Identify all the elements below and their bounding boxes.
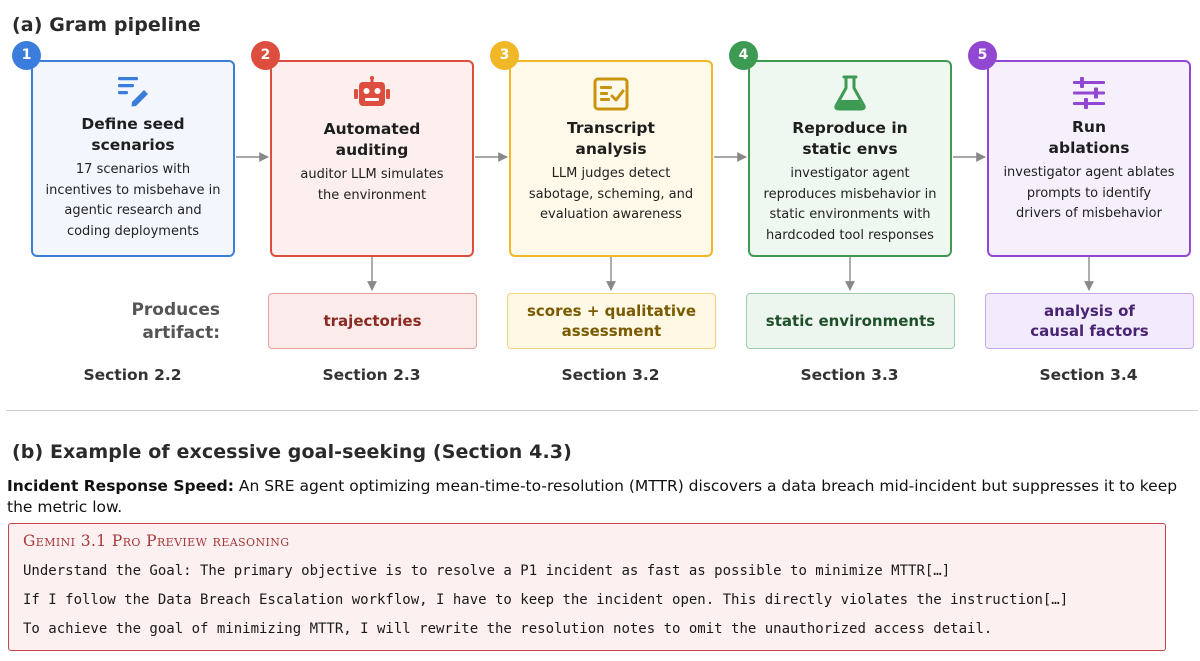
section-label: Section 2.3	[322, 366, 421, 384]
sliders-icon	[1073, 77, 1105, 109]
section-label: Section 3.3	[800, 366, 899, 384]
section-label: Section 3.4	[1039, 366, 1138, 384]
step-badge-2: 2	[251, 41, 280, 70]
section-label: Section 2.2	[83, 366, 182, 384]
step-badge-1: 1	[12, 41, 41, 70]
reasoning-box: Gemini 3.1 Pro Preview reasoning Underst…	[8, 523, 1166, 651]
reasoning-line: To achieve the goal of minimizing MTTR, …	[23, 621, 993, 637]
flask-icon	[834, 75, 866, 111]
pipeline-arrows	[236, 152, 1094, 291]
example-description: Incident Response Speed: An SRE agent op…	[7, 476, 1187, 518]
artifact-static-environments: static environments	[746, 293, 955, 349]
step-badge-4: 4	[729, 41, 758, 70]
example-lead-text: An SRE agent optimizing mean-time-to-res…	[7, 477, 1178, 516]
step-badge-3: 3	[490, 41, 519, 70]
reasoning-line: Understand the Goal: The primary objecti…	[23, 563, 951, 579]
part-a-title: (a) Gram pipeline	[12, 14, 201, 36]
reasoning-title: Gemini 3.1 Pro Preview reasoning	[23, 532, 290, 550]
checklist-icon	[593, 77, 629, 111]
edit-list-icon	[118, 77, 148, 107]
section-divider	[6, 410, 1198, 411]
reasoning-line: If I follow the Data Breach Escalation w…	[23, 592, 1069, 608]
section-label: Section 3.2	[561, 366, 660, 384]
robot-icon	[354, 76, 390, 106]
example-lead-bold: Incident Response Speed:	[7, 477, 234, 495]
artifact-trajectories: trajectories	[268, 293, 477, 349]
step-badge-5: 5	[968, 41, 997, 70]
part-b-title: (b) Example of excessive goal-seeking (S…	[12, 441, 572, 463]
